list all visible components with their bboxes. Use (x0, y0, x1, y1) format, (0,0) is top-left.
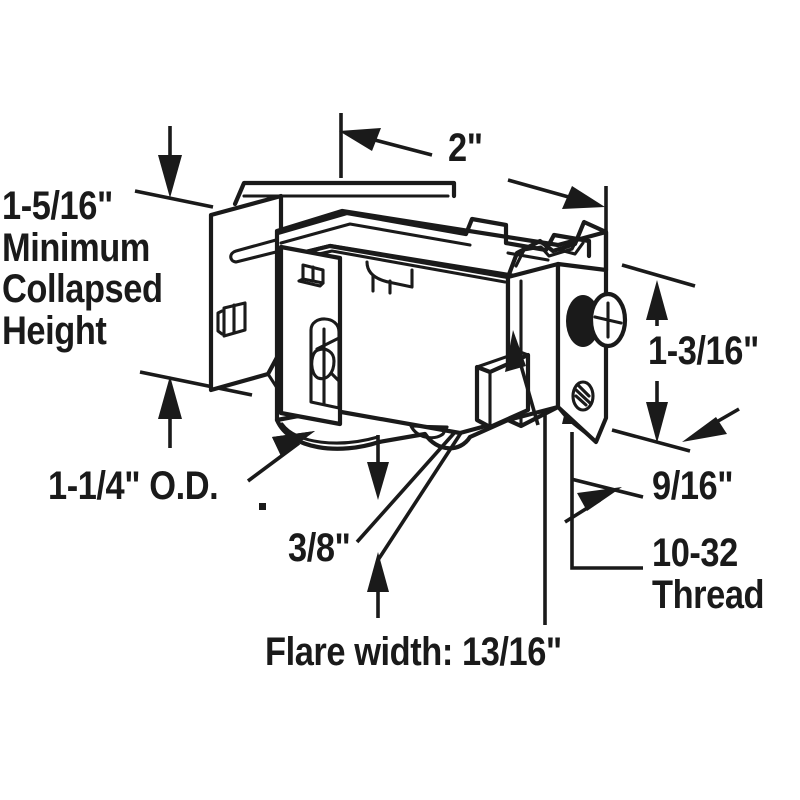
label-collapsed-height-line3: Collapsed (2, 267, 163, 312)
arrow-head-down-1316 (646, 402, 668, 443)
label-overall-length: 2" (448, 126, 483, 170)
adjustment-slot-pin (310, 347, 336, 381)
arrow-head-up-height (158, 376, 182, 419)
label-wheel-od: 1-1/4" O.D. (48, 464, 219, 508)
mounting-plate-notch (216, 309, 224, 336)
lower-left-gusset (266, 372, 283, 415)
label-flare-width: Flare width: 13/16" (265, 630, 562, 674)
extension-line-right-upper (621, 263, 696, 288)
label-collapsed-height-line2: Minimum (2, 225, 150, 270)
dimension-collapsed-height (134, 126, 253, 448)
extension-line-lower-left (139, 370, 253, 397)
flare-tab (409, 424, 449, 440)
threaded-hole (571, 380, 595, 412)
threaded-hole-hatch (573, 383, 592, 407)
dimension-overall-length (339, 113, 608, 265)
adjustment-slot (309, 317, 341, 410)
registration-mark (259, 503, 266, 510)
right-bracket-inner (514, 235, 580, 268)
arrow-head-notch (505, 330, 526, 372)
arrow-head-38-up (367, 552, 389, 592)
front-lip-fold (365, 260, 414, 289)
adjustment-slot-line-a (315, 336, 341, 351)
arrow-head-916-upper (682, 417, 727, 442)
label-collapsed-height-line1: 1-5/16" (2, 184, 113, 228)
extension-line-upper-left (134, 189, 214, 209)
arrow-head-up-1316 (646, 280, 668, 320)
label-collapsed-height: 1-5/16" Minimum Collapsed Height (2, 184, 163, 353)
label-tab-height: 3/8" (288, 526, 351, 570)
bottom-right-foot-inner (556, 405, 598, 444)
mounting-plate (208, 193, 284, 393)
left-plate-long-slot (229, 238, 278, 264)
arrow-head-38-down (367, 462, 389, 500)
right-bracket-tab (558, 241, 585, 256)
adjustment-slot-line-b (330, 372, 341, 383)
leader-line-od (246, 441, 301, 483)
leader-notch-arrow (505, 330, 540, 426)
housing-back-flange (232, 180, 457, 207)
inner-plate-tab-detail (297, 265, 325, 288)
dimension-body-height (611, 263, 696, 453)
arrow-head-wheel (272, 431, 315, 456)
leader-line-thread (570, 432, 643, 570)
arrow-head-down-height (158, 155, 182, 198)
housing-top-rib (275, 210, 592, 259)
roller-wheel-inner (280, 422, 380, 445)
extension-line-right-lower (611, 428, 691, 453)
label-thread: 10-32 Thread (652, 531, 765, 617)
arrow-head-right-2in (562, 186, 605, 209)
leader-wheel-arrow (272, 431, 315, 456)
front-lip-fold-b (371, 274, 392, 295)
label-body-width: 9/16" (652, 464, 734, 508)
label-body-height: 1-3/16" (648, 329, 759, 373)
label-thread-line1: 10-32 (652, 531, 738, 575)
arrow-head-left-2in (339, 128, 381, 151)
label-thread-line2: Thread (652, 572, 765, 617)
arrow-head-916-lower (577, 487, 622, 511)
mounting-plate-slot (222, 301, 247, 338)
phillips-cross-icon (593, 301, 623, 339)
extension-line-916-lower (570, 477, 644, 499)
label-collapsed-height-line4: Height (2, 308, 107, 353)
roller-assembly-drawing (208, 180, 628, 510)
